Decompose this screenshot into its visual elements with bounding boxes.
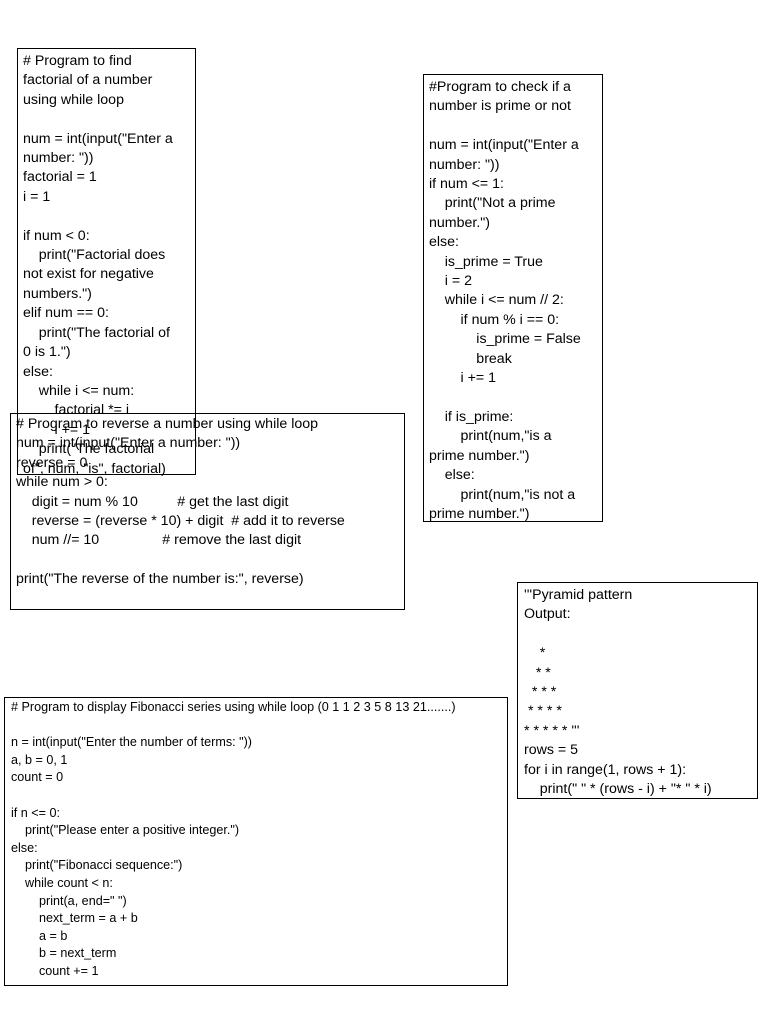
prime-check-program-box: #Program to check if a number is prime o… bbox=[423, 74, 603, 522]
reverse-number-program-box: # Program to reverse a number using whil… bbox=[10, 413, 405, 610]
pyramid-pattern-program-box: '''Pyramid pattern Output: * * * * * * *… bbox=[517, 582, 758, 799]
factorial-program-box: # Program to find factorial of a number … bbox=[17, 48, 196, 477]
fibonacci-program-box: # Program to display Fibonacci series us… bbox=[4, 697, 508, 986]
